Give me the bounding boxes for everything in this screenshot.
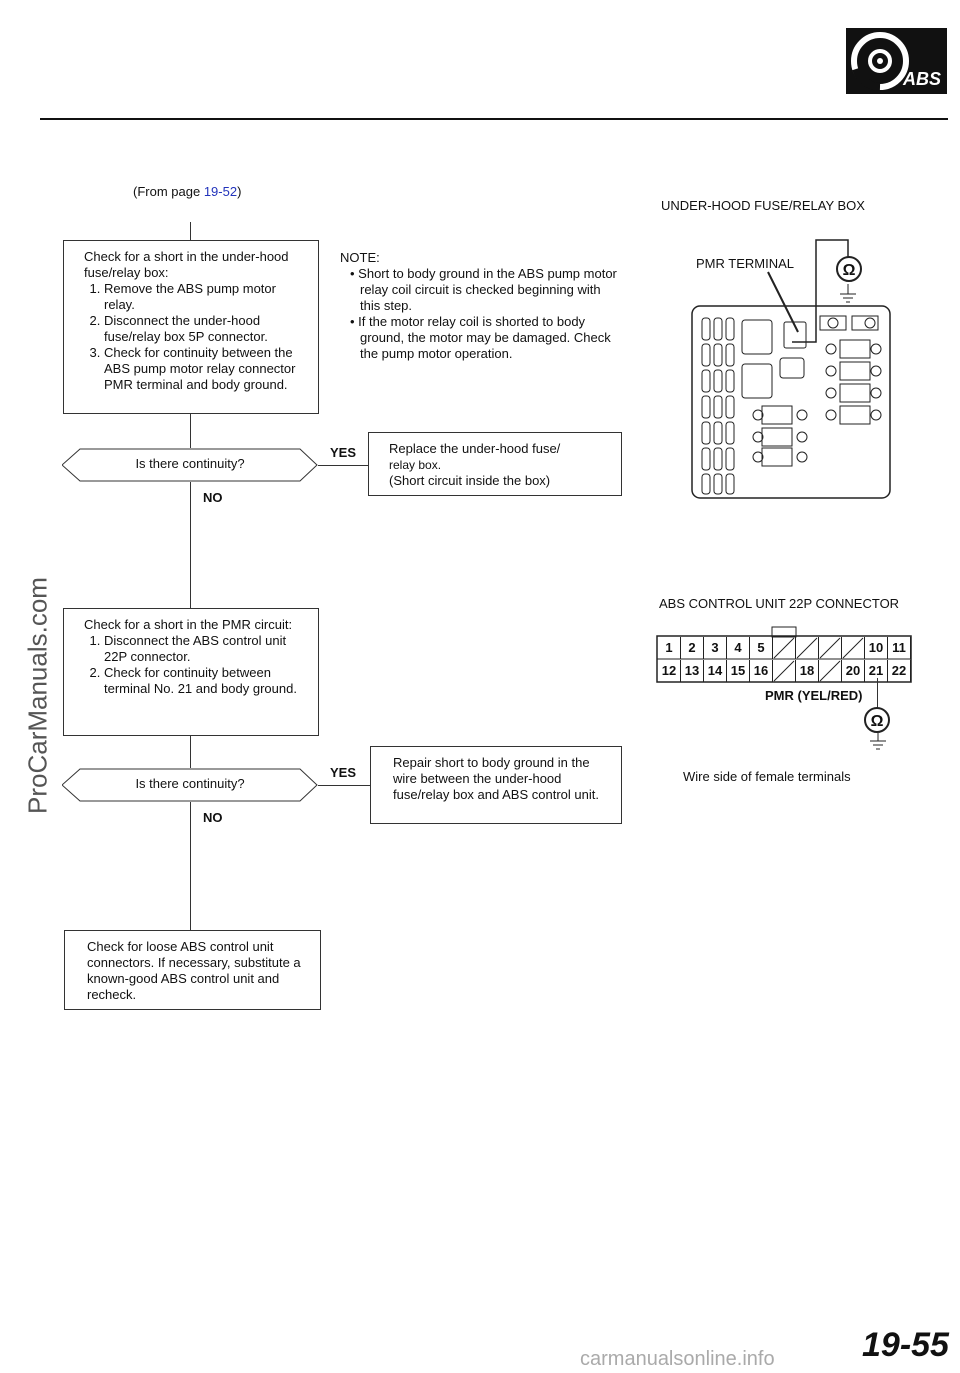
step1-item: Remove the ABS pump motor relay. [104, 281, 308, 313]
connector-terminal: 2 [681, 637, 704, 659]
step2-title: Check for a short in the PMR circuit: [84, 617, 293, 632]
empty-cavity-mark [819, 660, 841, 682]
connector-terminal: 14 [704, 660, 727, 682]
connector-outline [656, 626, 912, 683]
pmr-wire-label: PMR (YEL/RED) [765, 688, 863, 703]
yes2-label: YES [330, 765, 357, 780]
connector-title: ABS CONTROL UNIT 22P CONNECTOR [659, 596, 900, 611]
note-block: NOTE: • Short to body ground in the ABS … [340, 250, 622, 362]
connector-terminal: 20 [842, 660, 865, 682]
result1-line: Replace the under-hood fuse/ [389, 441, 561, 456]
connector-caption: Wire side of female terminals [683, 769, 851, 784]
connector-terminal: 1 [658, 637, 681, 659]
flow-connector [190, 736, 191, 768]
ground-icon [870, 733, 886, 750]
abs-section-badge: ABS [846, 28, 947, 94]
fuse-box-diagram [691, 239, 891, 499]
step1-box: Check for a short in the under-hood fuse… [63, 240, 319, 414]
brake-disc-icon [851, 32, 909, 91]
result2-box: Repair short to body ground in the wire … [370, 746, 622, 824]
flow-connector [190, 482, 191, 608]
connector-terminal [842, 637, 865, 659]
decision1-question: Is there continuity? [135, 456, 245, 471]
step3-box: Check for loose ABS control unit connect… [64, 930, 321, 1010]
ohm-meter-icon: Ω [864, 707, 890, 733]
empty-cavity-mark [819, 637, 841, 659]
header-rule [40, 118, 948, 120]
connector-terminal: 22 [888, 660, 911, 682]
connector-terminal [773, 660, 796, 682]
connector-terminal: 12 [658, 660, 681, 682]
note-item: • If the motor relay coil is shorted to … [350, 314, 611, 361]
step1-title: Check for a short in the under-hood fuse… [84, 249, 289, 280]
connector-terminal: 16 [750, 660, 773, 682]
bottom-watermark: carmanualsonline.info [580, 1348, 775, 1370]
connector-terminal [819, 660, 842, 682]
pmr-terminal-label: PMR TERMINAL [696, 256, 794, 271]
flow-connector [190, 802, 191, 930]
connector-terminal: 3 [704, 637, 727, 659]
no2-label: NO [203, 810, 223, 825]
connector-terminal: 15 [727, 660, 750, 682]
decision1-shape [62, 448, 318, 482]
yes1-connector [318, 465, 368, 466]
connector-terminal [796, 637, 819, 659]
step1-item: Check for continuity between the ABS pum… [104, 345, 308, 393]
result1-box: Replace the under-hood fuse/ relay box. … [368, 432, 622, 496]
connector-terminal [819, 637, 842, 659]
empty-cavity-mark [842, 637, 864, 659]
decision2-shape [62, 768, 318, 802]
yes2-connector [318, 785, 370, 786]
connector-terminal: 10 [865, 637, 888, 659]
connector-terminal: 4 [727, 637, 750, 659]
flow-connector [190, 414, 191, 448]
fuse-box-title: UNDER-HOOD FUSE/RELAY BOX [661, 198, 865, 213]
empty-cavity-mark [796, 637, 818, 659]
empty-cavity-mark [773, 637, 795, 659]
step2-item: Disconnect the ABS control unit 22P conn… [104, 633, 308, 665]
empty-cavity-mark [773, 660, 795, 682]
result1-line: (Short circuit inside the box) [389, 473, 551, 488]
note-title: NOTE: [340, 250, 380, 265]
connector-terminal: 5 [750, 637, 773, 659]
no1-label: NO [203, 490, 223, 505]
step1-item: Disconnect the under-hood fuse/relay box… [104, 313, 308, 345]
connector-terminal: 13 [681, 660, 704, 682]
connector-terminal: 18 [796, 660, 819, 682]
connector-terminal: 21 [865, 660, 888, 682]
step2-item: Check for continuity between terminal No… [104, 665, 308, 697]
from-page-link[interactable]: 19-52 [203, 184, 238, 199]
side-watermark: ProCarManuals.com [22, 577, 53, 814]
note-item: • Short to body ground in the ABS pump m… [350, 266, 617, 313]
decision2-question: Is there continuity? [135, 776, 245, 791]
probe-wire [877, 678, 878, 708]
flow-connector [190, 222, 191, 240]
connector-terminal: 11 [888, 637, 911, 659]
step2-box: Check for a short in the PMR circuit: Di… [63, 608, 319, 736]
connector-terminal [773, 637, 796, 659]
page-number: 19-55 [862, 1326, 949, 1364]
yes1-label: YES [330, 445, 357, 460]
result1-line: relay box. [389, 458, 442, 472]
section-badge-label: ABS [902, 69, 941, 89]
ohm-meter-icon: Ω [836, 256, 862, 282]
from-page-reference: (From page 19-52) [133, 184, 242, 199]
